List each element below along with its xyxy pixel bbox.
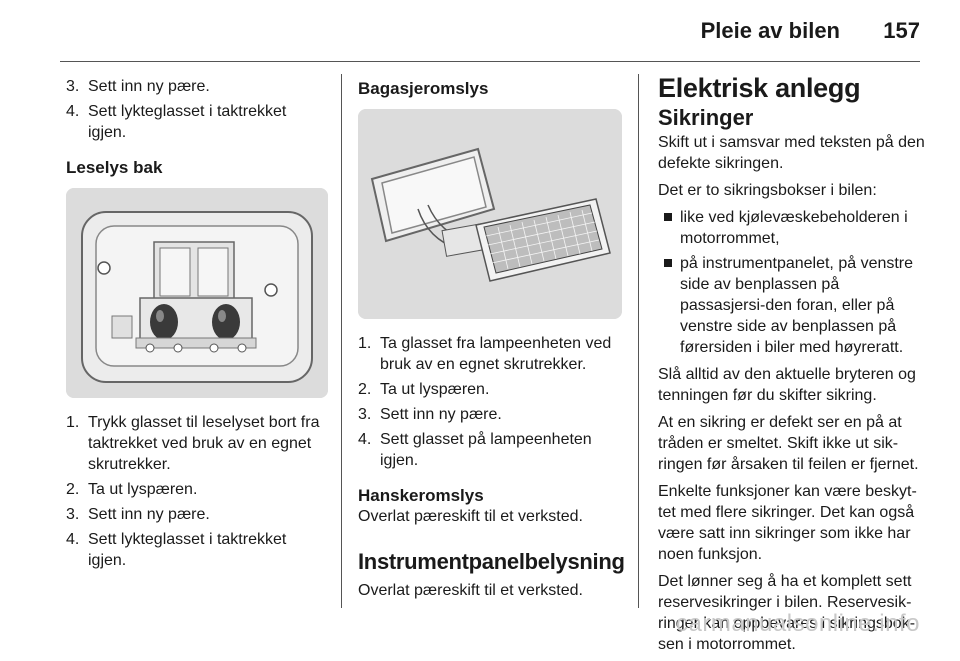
page-number: 157 [883, 18, 920, 43]
steps-continued: 3.Sett inn ny pære. 4.Sett lykteglasset … [66, 76, 328, 143]
paragraph: Enkelte funksjoner kan være beskyt-tet m… [658, 483, 917, 563]
header-divider [60, 61, 920, 62]
section-heading-instrument-lighting: Instrumentpanelbelysning [358, 549, 625, 574]
list-item: 1.Trykk glasset til leselyset bort fra t… [66, 414, 320, 473]
column-1: 3.Sett inn ny pære. 4.Sett lykteglasset … [66, 76, 328, 575]
trunk-light-illustration [358, 109, 622, 319]
paragraph: Slå alltid av den aktuelle bryteren og t… [658, 366, 916, 404]
column-divider-2 [638, 74, 639, 608]
list-item: 2.Ta ut lyspæren. [66, 481, 198, 498]
section-heading-rear-reading-light: Leselys bak [66, 158, 163, 177]
list-item: like ved kjølevæskebeholderen i motorrom… [658, 207, 928, 249]
watermark: carmanualsonline.info [676, 610, 920, 637]
list-item: 4.Sett lykteglasset i taktrekket igjen. [66, 103, 287, 141]
bullet-square-icon [664, 213, 672, 221]
bullet-square-icon [664, 259, 672, 267]
section-heading-electrical-system: Elektrisk anlegg [658, 73, 861, 103]
trunk-light-figure [358, 109, 622, 319]
instrument-lighting-text: Overlat pæreskift til et verksted. [358, 582, 583, 599]
rear-reading-light-figure [66, 188, 328, 398]
section-heading-fuses: Sikringer [658, 105, 754, 130]
page-header-title: Pleie av bilen [700, 18, 840, 43]
list-item: 1.Ta glasset fra lampeenheten ved bruk a… [358, 335, 612, 373]
section-heading-glovebox-light: Hanskeromslys [358, 486, 484, 505]
rear-reading-light-illustration [66, 188, 328, 398]
list-item: 3.Sett inn ny pære. [66, 78, 210, 95]
fuse-box-list: like ved kjølevæskebeholderen i motorrom… [658, 207, 928, 358]
list-item: 3.Sett inn ny pære. [66, 506, 210, 523]
column-2: Bagasjeromslys [358, 76, 625, 607]
section-heading-trunk-light: Bagasjeromslys [358, 79, 489, 98]
list-item: 4.Sett glasset på lampeenheten igjen. [358, 431, 592, 469]
list-item: på instrumentpanelet, på venstre side av… [658, 253, 928, 358]
glovebox-text: Overlat pæreskift til et verksted. [358, 508, 583, 525]
column-3: Elektrisk anlegg Sikringer Skift ut i sa… [658, 73, 928, 661]
steps-trunk-light: 1.Ta glasset fra lampeenheten ved bruk a… [358, 333, 622, 471]
paragraph: Skift ut i samsvar med teksten på den de… [658, 134, 925, 172]
paragraph: Det lønner seg å ha et komplett sett res… [658, 573, 916, 653]
list-item: 2.Ta ut lyspæren. [358, 381, 490, 398]
paragraph: Det er to sikringsbokser i bilen: [658, 182, 877, 199]
list-item: 4.Sett lykteglasset i taktrekket igjen. [66, 531, 287, 569]
steps-rear-reading-light: 1.Trykk glasset til leselyset bort fra t… [66, 412, 328, 571]
paragraph: At en sikring er defekt ser en på at trå… [658, 414, 919, 473]
list-item: 3.Sett inn ny pære. [358, 406, 502, 423]
column-divider-1 [341, 74, 342, 608]
